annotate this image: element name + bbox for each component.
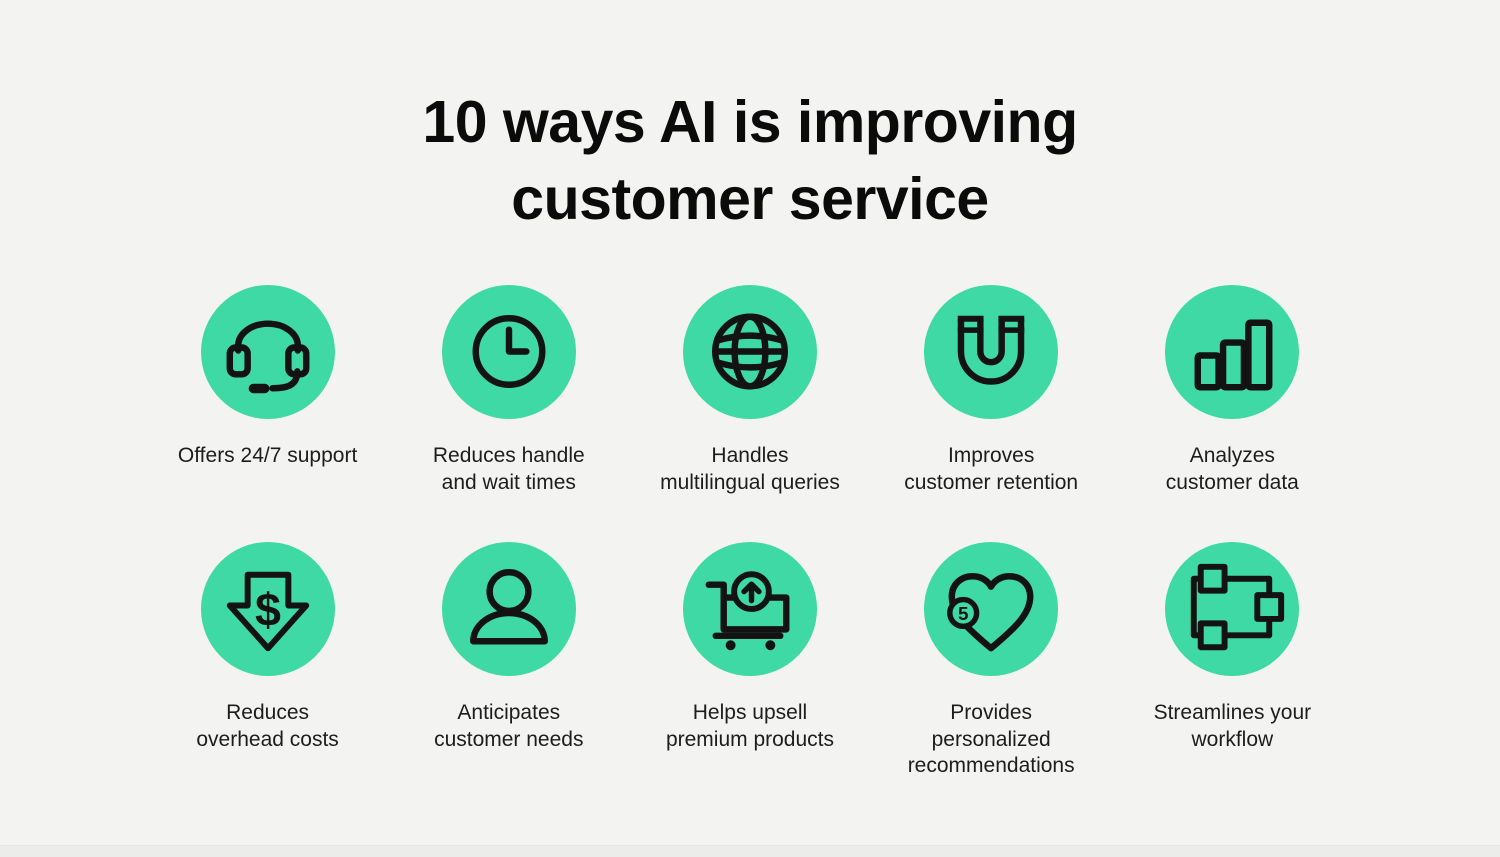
cart-upsell-icon: [705, 571, 790, 651]
feature-customer-needs: Anticipates customer needs: [388, 542, 629, 780]
bottom-strip: [0, 845, 1500, 857]
icon-circle: [1165, 542, 1300, 676]
icon-circle: [200, 285, 335, 419]
dollar-sign: $: [255, 583, 281, 635]
magnet-icon: [957, 315, 1025, 385]
title-line-2: customer service: [511, 166, 989, 232]
workflow-icon: [1191, 563, 1285, 651]
heart-badge-icon: 5: [947, 573, 1034, 652]
feature-label: Offers 24/7 support: [177, 444, 358, 467]
features-row-1: Offers 24/7 support Reduces handle and w…: [147, 285, 1353, 496]
title-line-1: 10 ways AI is improving: [422, 89, 1078, 155]
cost-down-arrow-icon: $: [226, 571, 309, 652]
icon-circle: [441, 542, 576, 676]
person-icon: [469, 569, 548, 645]
clock-icon: [472, 315, 546, 388]
feature-upsell: Helps upsell premium products: [629, 542, 870, 780]
icon-circle: [682, 542, 817, 676]
icon-circle: [682, 285, 817, 419]
badge-number: 5: [958, 603, 968, 624]
icon-circle: 5: [924, 542, 1059, 676]
icon-circle: [441, 285, 576, 419]
feature-label: Reduces overhead costs: [196, 701, 339, 751]
feature-label: Handles multilingual queries: [660, 444, 840, 494]
feature-label: Analyzes customer data: [1165, 444, 1299, 494]
feature-multilingual: Handles multilingual queries: [629, 285, 870, 496]
page-title: 10 ways AI is improving customer service: [0, 84, 1500, 238]
feature-recommendations: 5 Provides personalized recommendations: [871, 542, 1112, 780]
feature-label: Reduces handle and wait times: [432, 444, 585, 494]
globe-icon: [712, 313, 788, 390]
feature-overhead-costs: $ Reduces overhead costs: [147, 542, 388, 780]
feature-label: Anticipates customer needs: [434, 701, 584, 751]
feature-label: Improves customer retention: [904, 444, 1079, 494]
bar-chart-icon: [1194, 319, 1273, 391]
feature-analyze-data: Analyzes customer data: [1112, 285, 1353, 496]
feature-workflow: Streamlines your workflow: [1112, 542, 1353, 780]
icon-circle: $: [200, 542, 335, 676]
feature-label: Provides personalized recommendations: [907, 701, 1075, 777]
icon-circle: [1165, 285, 1300, 419]
headset-icon: [226, 320, 310, 394]
icon-circle: [924, 285, 1059, 419]
feature-handle-times: Reduces handle and wait times: [388, 285, 629, 496]
features-row-2: $ Reduces overhead costs Anticipates cus…: [147, 542, 1353, 780]
feature-offers-support: Offers 24/7 support: [147, 285, 388, 496]
feature-label: Streamlines your workflow: [1153, 701, 1312, 751]
feature-label: Helps upsell premium products: [665, 701, 834, 751]
feature-retention: Improves customer retention: [871, 285, 1112, 496]
